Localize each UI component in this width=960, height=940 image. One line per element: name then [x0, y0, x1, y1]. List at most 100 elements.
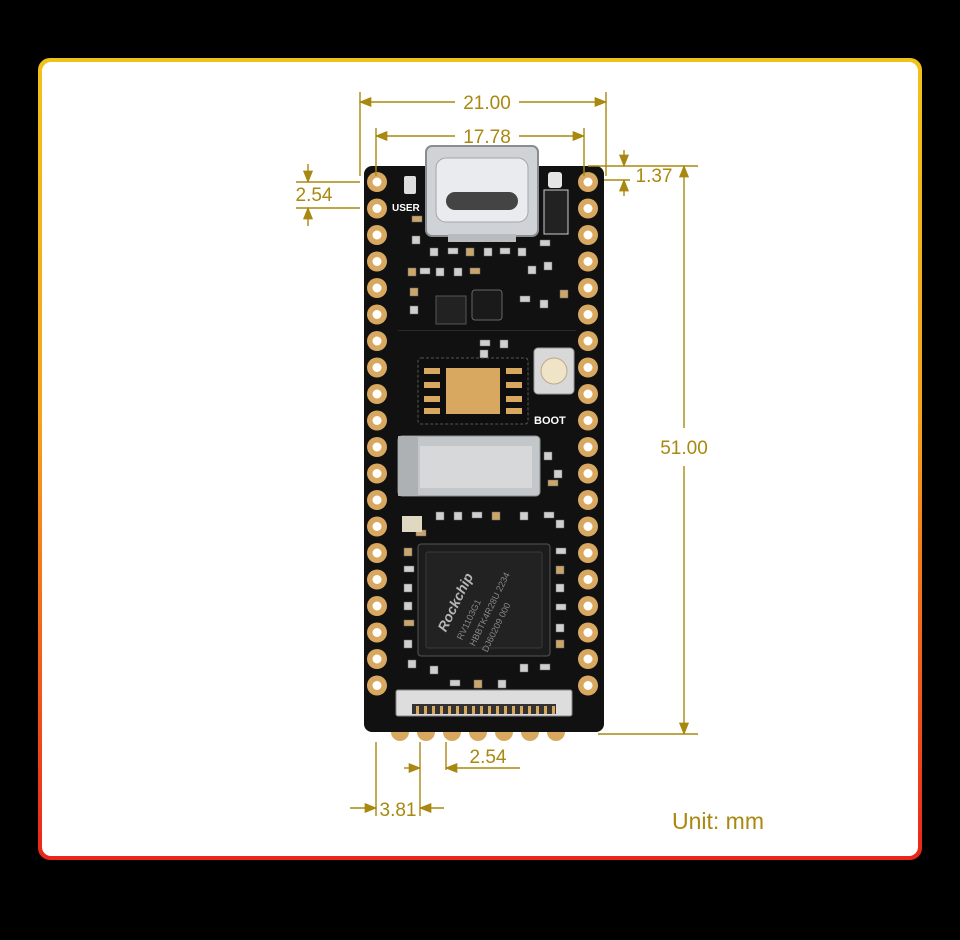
right-pin-pad-hole: [583, 681, 593, 690]
left-pin-pad-hole: [372, 363, 382, 372]
smd-component: [479, 349, 489, 359]
led-component: [548, 172, 562, 188]
bottom-pin-pad: [443, 732, 461, 741]
flash-chip: [417, 357, 529, 425]
left-pin-pad-hole: [372, 416, 382, 425]
dim-overall-width: 21.00: [463, 93, 511, 114]
smd-component: [555, 519, 565, 529]
fpc-pin: [464, 706, 467, 714]
smd-component: [407, 659, 417, 669]
smd-component: [491, 511, 501, 521]
smd-component: [555, 639, 565, 649]
fpc-pin: [472, 706, 475, 714]
smd-component: [483, 247, 493, 257]
passive-components: [402, 215, 569, 689]
bottom-pin-pad: [391, 732, 409, 741]
fpc-pin: [544, 706, 547, 714]
fpc-pin: [456, 706, 459, 714]
small-ic: [471, 289, 503, 321]
bottom-pin-pad: [547, 732, 565, 741]
left-pin-pad-hole: [372, 442, 382, 452]
smd-component: [429, 247, 439, 257]
fpc-pin: [504, 706, 507, 714]
smd-component: [407, 267, 417, 277]
bottom-pin-pad: [495, 732, 513, 741]
fpc-pin: [520, 706, 523, 714]
smd-component: [403, 601, 413, 611]
smd-component: [543, 451, 553, 461]
smd-component: [519, 511, 529, 521]
fpc-pin: [528, 706, 531, 714]
smd-component: [539, 663, 551, 671]
left-pin-pad-hole: [372, 204, 382, 213]
fpc-pin: [432, 706, 435, 714]
bottom-pin-pad: [521, 732, 539, 741]
smd-component: [403, 547, 413, 557]
smd-component: [409, 305, 419, 315]
right-pin-pad-hole: [583, 601, 593, 611]
left-pin-pad-hole: [372, 628, 382, 637]
left-pin-row: [367, 172, 387, 696]
dimension-labels: 21.00 17.78 2.54 1.37 51.00 2.54 3.81: [296, 93, 708, 821]
smd-component: [409, 287, 419, 297]
right-pin-pad-hole: [583, 442, 593, 452]
smd-component: [555, 547, 567, 555]
bottom-pin-pad: [469, 732, 487, 741]
right-pin-row: [578, 172, 598, 696]
smd-component: [465, 247, 475, 257]
usb-c-connector: [425, 145, 539, 242]
left-pin-pad-hole: [372, 310, 382, 319]
smd-component: [539, 239, 551, 247]
smd-component: [447, 247, 459, 255]
left-pin-pad-hole: [372, 336, 382, 346]
smd-component: [453, 511, 463, 521]
regulator-ic: [435, 295, 467, 325]
smd-component: [453, 267, 463, 277]
fpc-pin: [512, 706, 515, 714]
smd-component: [435, 267, 445, 277]
smd-component: [555, 603, 567, 611]
right-pin-pad-hole: [583, 495, 593, 505]
bottom-pin-pad: [417, 732, 435, 741]
left-pin-pad-hole: [372, 389, 382, 399]
smd-component: [527, 265, 537, 275]
smd-component: [543, 511, 555, 519]
left-pin-pad-hole: [372, 230, 382, 240]
dim-pin-pitch: 2.54: [296, 185, 333, 206]
smd-component: [429, 665, 439, 675]
crystal: [402, 516, 422, 532]
smd-component: [411, 235, 421, 245]
left-pin-pad-hole: [372, 575, 382, 584]
right-pin-pad-hole: [583, 469, 593, 478]
microsd-slot: [397, 435, 541, 497]
smd-component: [517, 247, 527, 257]
smd-component: [471, 511, 483, 519]
unit-label: Unit: mm: [672, 808, 764, 834]
smd-component: [555, 583, 565, 593]
smd-component: [479, 339, 491, 347]
right-pin-pad-hole: [583, 575, 593, 584]
fpc-pin: [416, 706, 419, 714]
left-pin-pad-hole: [372, 469, 382, 478]
left-pin-pad-hole: [372, 495, 382, 505]
smd-component: [403, 639, 413, 649]
fpc-pin: [552, 706, 555, 714]
right-pin-pad-hole: [583, 548, 593, 558]
fpc-connector: [395, 689, 573, 717]
dim-edge-offset: 1.37: [636, 166, 673, 187]
left-pin-pad-hole: [372, 257, 382, 266]
left-pin-pad-hole: [372, 654, 382, 664]
left-pin-pad-hole: [372, 283, 382, 293]
dim-pin-row-spacing: 17.78: [463, 127, 511, 148]
smd-component: [449, 679, 461, 687]
fpc-pin: [424, 706, 427, 714]
right-pin-pad-hole: [583, 654, 593, 664]
boot-button: [533, 347, 575, 395]
boot-silkscreen: BOOT: [534, 415, 566, 427]
smd-component: [435, 511, 445, 521]
fpc-pin: [536, 706, 539, 714]
left-pin-pad-hole: [372, 522, 382, 531]
right-pin-pad-hole: [583, 416, 593, 425]
smd-component: [559, 289, 569, 299]
